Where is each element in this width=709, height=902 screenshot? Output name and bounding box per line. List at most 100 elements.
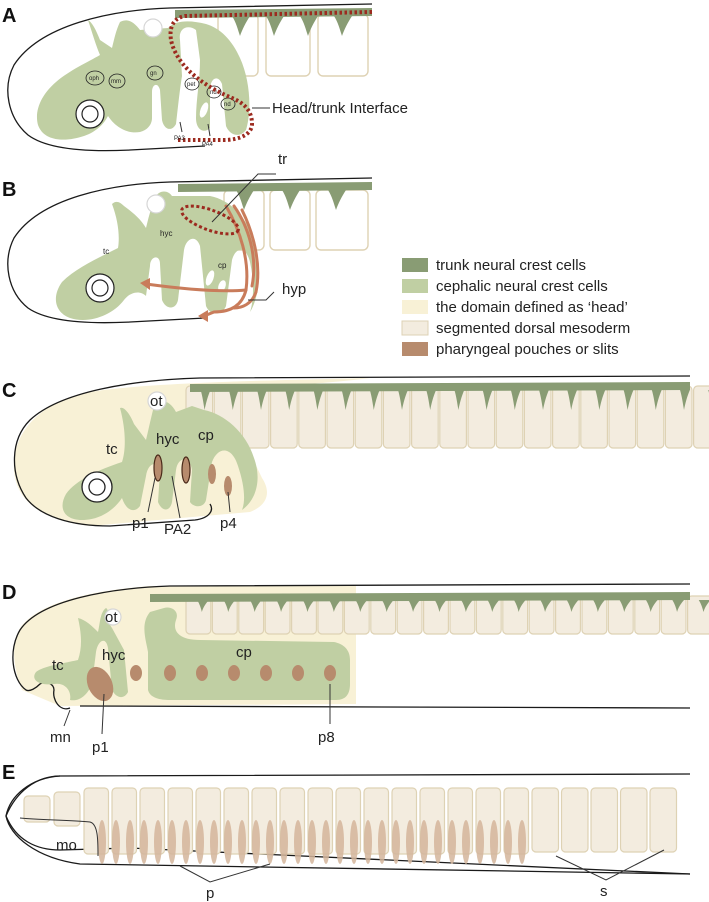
- panel-d-trunk-ncc-bump: [645, 600, 658, 612]
- panel-c-segment: [326, 385, 355, 449]
- panel-d-cephalic-ncc: [34, 608, 128, 701]
- panel-c-p1-leader: [147, 477, 156, 513]
- legend-swatch-head-domain: [402, 300, 428, 314]
- panel-d-pouch: [324, 665, 336, 681]
- panel-b-cp-label: cp: [218, 261, 227, 270]
- panel-c-trunk-ncc-bump: [257, 390, 267, 410]
- panel-c-trunk-ncc-bump: [651, 390, 662, 410]
- panel-c-trunk-ncc-bump: [680, 390, 690, 410]
- panel-c-p1-label: p1: [132, 515, 149, 532]
- panel-a-oph-label: oph: [89, 76, 99, 82]
- panel-a-nd2-label: nd: [224, 102, 231, 108]
- panel-c-segment: [298, 385, 326, 449]
- panel-d-trunk-ncc-bump: [540, 600, 553, 612]
- panel-d-trunk-ncc-bump: [593, 600, 605, 612]
- panel-e-slit: [350, 820, 358, 864]
- panel-c-trunk-ncc-bump: [482, 390, 493, 410]
- panel-c-segment: [439, 385, 467, 449]
- panel-e: E mo p s: [2, 762, 691, 902]
- legend: trunk neural crest cells cephalic neural…: [401, 257, 630, 358]
- panel-c-trunk-ncc-bump: [341, 390, 352, 410]
- panel-d-body-outline: [12, 583, 691, 710]
- panel-a-eye-inner: [81, 105, 99, 123]
- panel-c-segment: [608, 385, 637, 449]
- panel-e-letter: E: [2, 762, 15, 784]
- panel-d-trunk-ncc-bump: [619, 600, 632, 612]
- legend-swatch-cephalic-ncc: [402, 279, 428, 293]
- panel-c-trunk-ncc-bump: [228, 390, 239, 410]
- legend-label-mesoderm: segmented dorsal mesoderm: [436, 320, 630, 337]
- panel-c-eye-inner: [88, 478, 106, 496]
- panel-a-nd-oval: [206, 85, 222, 99]
- panel-b-hyp-arrowhead-2: [140, 278, 150, 290]
- panel-c-trunk-ncc-band: [190, 382, 690, 392]
- panel-d-pouch: [292, 665, 304, 681]
- panel-c-trunk-ncc-bump: [369, 390, 380, 410]
- panel-d-trunk-ncc-bump: [487, 600, 500, 612]
- panel-e-slit: [448, 820, 456, 864]
- panel-e-slit: [420, 820, 428, 864]
- panel-c-trunk-ncc: [200, 390, 709, 410]
- panel-c-otic-vesicle: [147, 391, 167, 411]
- panel-e-slit: [364, 820, 372, 864]
- panel-e-p-leader: [179, 863, 271, 883]
- legend-label-cephalic-ncc: cephalic neural crest cells: [436, 278, 608, 295]
- panel-e-slit: [322, 820, 330, 864]
- panel-e-slit: [462, 820, 470, 864]
- panel-b-tr-leader: [211, 173, 276, 223]
- panel-b-tr-label: tr: [278, 151, 287, 168]
- panel-a-pa4-label: PA4: [202, 142, 214, 148]
- panel-e-segment: [619, 787, 648, 853]
- panel-e-slit: [126, 820, 134, 864]
- panel-a-mm-label: mm: [111, 79, 121, 85]
- panel-d-p1-leader: [101, 693, 105, 735]
- panel-d-trunk-ncc-bump: [329, 600, 341, 612]
- panel-d-trunk-ncc-bump: [672, 600, 685, 612]
- panel-e-segment: [590, 787, 619, 853]
- panel-c-segment: [636, 385, 665, 449]
- panel-c-segment: [495, 385, 524, 449]
- panel-a: A oph mm gn pet nd: [2, 3, 408, 152]
- panel-c-p3-pouch: [208, 464, 216, 484]
- panel-e-slit: [476, 820, 484, 864]
- panel-c: C ot tc hyc cp p1 PA2 p4: [2, 375, 709, 538]
- panel-a-pet-label: pet: [187, 82, 196, 88]
- panel-b-hyp-arrow: [144, 204, 260, 318]
- panel-a-nd-label: nd: [210, 90, 217, 96]
- panel-e-slit: [308, 820, 316, 864]
- panel-e-slit: [518, 820, 526, 864]
- panel-d-trunk-ncc-bump: [381, 600, 394, 612]
- panel-d-pouch: [130, 665, 142, 681]
- panel-d-trunk-ncc-bump: [223, 600, 236, 612]
- panel-c-segment: [354, 385, 383, 449]
- panel-d-trunk-ncc-bump: [513, 600, 526, 612]
- panel-a-pa4-leader: [207, 123, 211, 137]
- panel-a-pa3-label: PA3: [174, 136, 186, 142]
- panel-c-hyc-label: hyc: [156, 431, 180, 448]
- panel-d-trunk-ncc-bump: [461, 600, 473, 612]
- panel-c-trunk-ncc-bump: [313, 390, 324, 410]
- panel-e-slit: [210, 820, 218, 864]
- panel-a-pa3-leader: [179, 121, 183, 133]
- panel-b-letter: B: [2, 179, 16, 201]
- panel-c-segment: [241, 385, 270, 449]
- panel-a-otic-vesicle: [143, 18, 163, 38]
- panel-c-segment: [551, 385, 580, 449]
- panel-b-hyp-label: hyp: [282, 281, 306, 298]
- panel-d-trunk-ncc-bump: [698, 600, 709, 612]
- legend-swatch-trunk-ncc: [402, 258, 428, 272]
- panel-c-trunk-ncc-bump: [200, 390, 211, 410]
- panel-e-slit: [252, 820, 260, 864]
- panel-d-p8-label: p8: [318, 729, 335, 746]
- panel-d-cp-label: cp: [236, 644, 252, 661]
- panel-e-pharyngeal-slits: [98, 820, 526, 864]
- panel-a-interface-label: Head/trunk Interface: [272, 100, 408, 117]
- panel-d-trunk-ncc-band: [150, 592, 690, 602]
- panel-d-p1-label: p1: [92, 739, 109, 756]
- panel-e-s-leader: [555, 849, 665, 881]
- panel-e-s-label: s: [600, 883, 608, 900]
- panel-c-segment: [411, 385, 439, 449]
- panel-e-slit: [504, 820, 512, 864]
- panel-a-cephalic-ncc: [36, 20, 250, 140]
